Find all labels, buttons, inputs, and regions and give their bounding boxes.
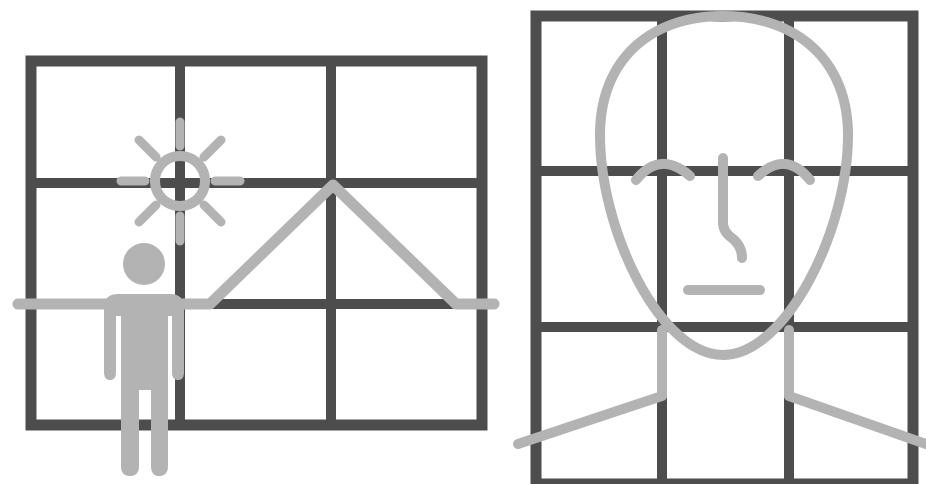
person-icon (104, 243, 184, 476)
sun-ray (139, 205, 156, 222)
portrait-panel (518, 16, 926, 484)
horizon-line-icon (18, 185, 494, 304)
person-body (104, 294, 184, 476)
sun-ray (204, 140, 221, 157)
person-head (123, 243, 165, 285)
mountain-icon (18, 185, 494, 304)
sun-ray (139, 140, 156, 157)
face-outline-icon (518, 16, 926, 444)
portrait-grid-icon (536, 16, 913, 484)
portrait-grid-frame (536, 16, 913, 484)
landscape-panel (18, 61, 494, 476)
landscape-grid-frame (31, 61, 482, 425)
right-neck-shoulder (789, 330, 926, 444)
sun-ray (204, 205, 221, 222)
landscape-grid-icon (31, 61, 482, 425)
